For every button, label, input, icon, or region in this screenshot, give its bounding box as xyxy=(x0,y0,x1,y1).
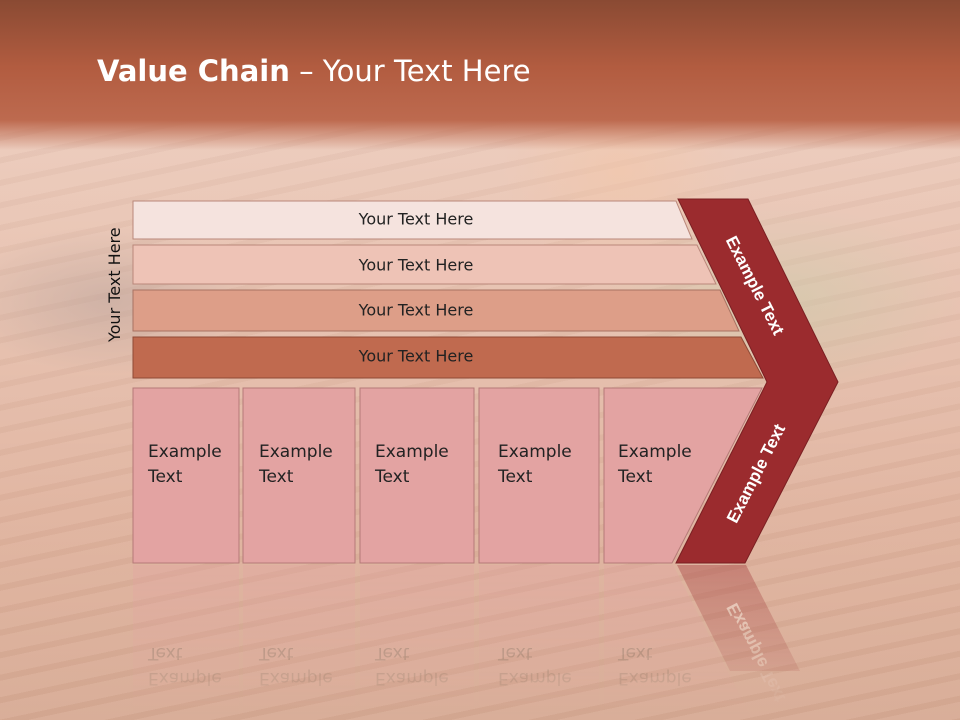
box-4-line1: Example xyxy=(498,442,572,462)
reflection-box-2-label: Example xyxy=(259,668,333,688)
box-5-line2: Text xyxy=(618,467,653,487)
bar-2 xyxy=(132,244,717,285)
box-1-line1: Example xyxy=(148,442,222,462)
box-3-line2: Text xyxy=(375,467,410,487)
reflection-box-2-label2: Text xyxy=(258,643,294,663)
bar-2-label: Your Text Here xyxy=(358,256,474,275)
bar-1 xyxy=(132,200,693,240)
reflection-box-5-label: Example xyxy=(618,668,692,688)
box-4 xyxy=(478,387,600,564)
title-banner xyxy=(0,0,960,150)
reflection-box-4-label2: Text xyxy=(497,643,533,663)
reflection-box-1-label2: Text xyxy=(147,643,183,663)
bar-3 xyxy=(132,289,740,332)
box-2-line2: Text xyxy=(259,467,294,487)
title-rest: – Your Text Here xyxy=(289,54,531,88)
box-3-line1: Example xyxy=(375,442,449,462)
bar-1-label: Your Text Here xyxy=(358,210,474,229)
box-5-line1: Example xyxy=(618,442,692,462)
bar-4-label: Your Text Here xyxy=(358,347,474,366)
slide-title: Value Chain – Your Text Here xyxy=(97,54,531,88)
diagram-reflection: Example Text Example Text Example Text E… xyxy=(133,563,800,720)
box-3 xyxy=(359,387,475,564)
bar-4 xyxy=(132,336,764,379)
box-4-line2: Text xyxy=(498,467,533,487)
title-bold: Value Chain xyxy=(97,54,290,88)
box-2 xyxy=(242,387,356,564)
box-1-line2: Text xyxy=(148,467,183,487)
reflection-box-5-label2: Text xyxy=(617,643,653,663)
reflection-box-3-label2: Text xyxy=(374,643,410,663)
reflection-box-3-label: Example xyxy=(375,668,449,688)
reflection-box-4-label: Example xyxy=(498,668,572,688)
reflection-box-1-label: Example xyxy=(148,668,222,688)
box-1 xyxy=(132,387,240,564)
box-2-line1: Example xyxy=(259,442,333,462)
bar-3-label: Your Text Here xyxy=(358,301,474,320)
